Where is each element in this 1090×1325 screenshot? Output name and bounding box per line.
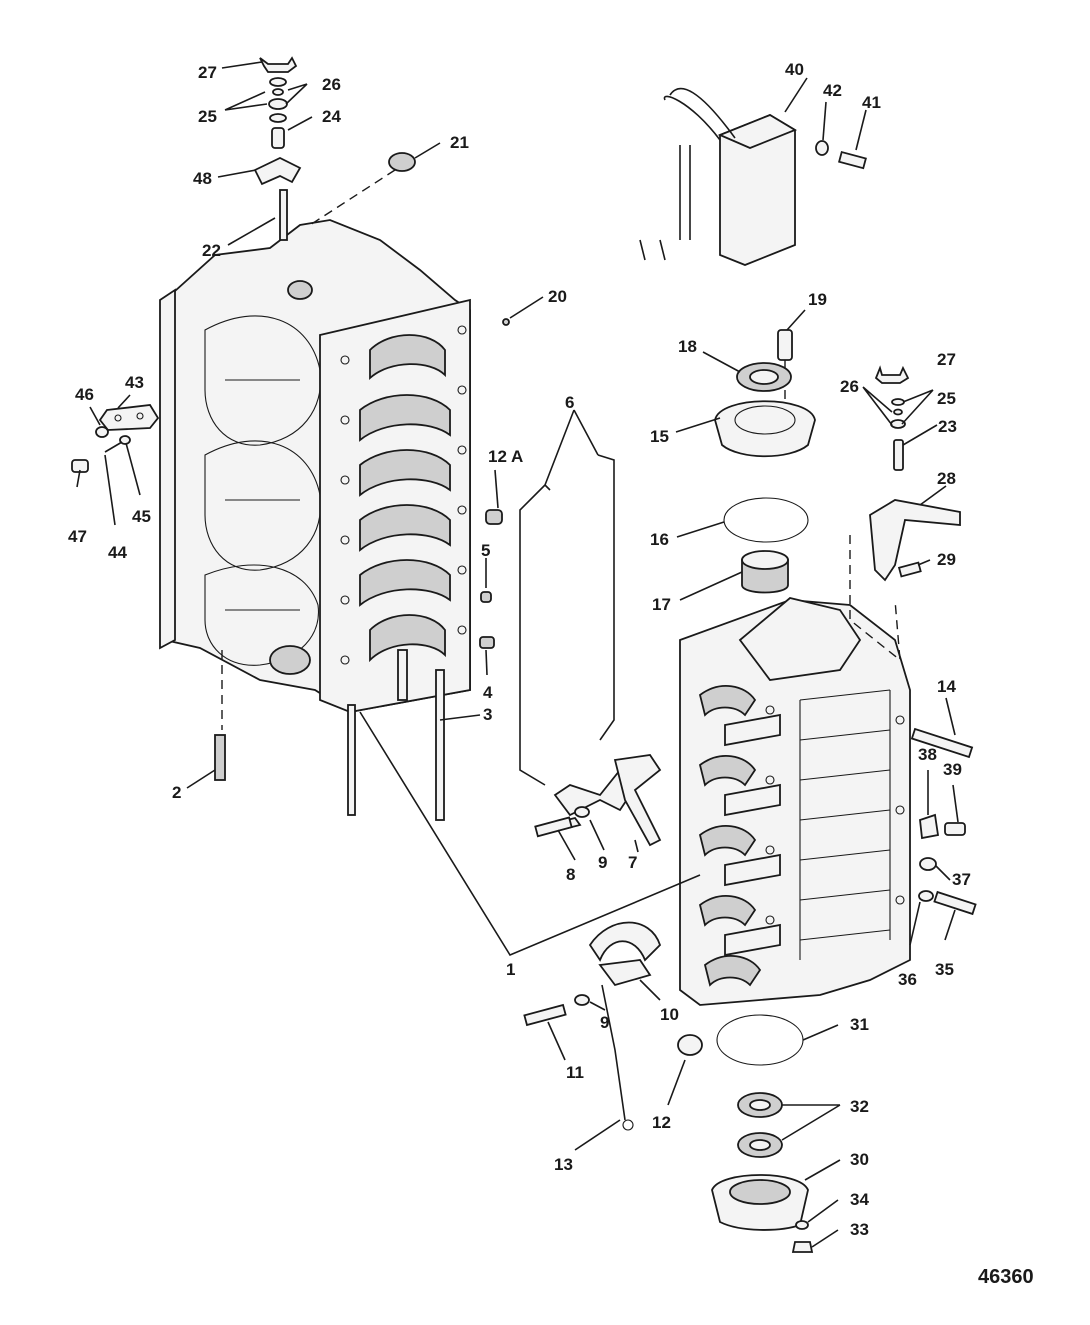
callout-12a: 12 A	[488, 447, 523, 466]
tube-6	[519, 484, 551, 786]
fastener-stack-right	[874, 365, 910, 471]
callout-25a: 25	[198, 107, 217, 126]
callout-18: 18	[678, 337, 697, 356]
cover-fasteners-right	[910, 727, 977, 916]
callout-9a: 9	[598, 853, 607, 872]
dowel-5	[480, 591, 492, 603]
callout-36: 36	[898, 970, 917, 989]
callout-41: 41	[862, 93, 881, 112]
callout-22: 22	[202, 241, 221, 260]
callout-16: 16	[650, 530, 669, 549]
callout-labels: 1 2 3 4 5 6 7 8 9 10 11 9 12 12 A 13 14 …	[68, 60, 971, 1239]
linkage-28	[849, 499, 961, 662]
callout-47: 47	[68, 527, 87, 546]
callout-34: 34	[850, 1190, 869, 1209]
cylinder-block	[159, 219, 471, 821]
ignition-coil-40	[639, 87, 867, 266]
callout-21: 21	[450, 133, 469, 152]
callout-11: 11	[566, 1063, 584, 1082]
callout-5: 5	[481, 541, 490, 560]
figure-number: 46360	[978, 1266, 1034, 1288]
callout-42: 42	[823, 81, 842, 100]
top-bearing-stack	[714, 329, 816, 594]
callout-19: 19	[808, 290, 827, 309]
callout-25b: 25	[937, 389, 956, 408]
callout-8: 8	[566, 865, 575, 884]
callout-26b: 26	[840, 377, 859, 396]
callout-14: 14	[937, 677, 956, 696]
lower-bearing-stack	[711, 1014, 814, 1253]
callout-15: 15	[650, 427, 669, 446]
callout-24: 24	[322, 107, 341, 126]
crankcase-cover	[679, 597, 911, 1006]
fastener-stack-left	[259, 56, 298, 149]
callout-1: 1	[506, 960, 515, 979]
callout-33: 33	[850, 1220, 869, 1239]
callout-45: 45	[132, 507, 151, 526]
callout-43: 43	[125, 373, 144, 392]
callout-48: 48	[193, 169, 212, 188]
callout-31: 31	[850, 1015, 869, 1034]
callout-38: 38	[918, 745, 937, 764]
clamp-48	[253, 156, 302, 186]
callout-37: 37	[952, 870, 971, 889]
plug-21	[388, 152, 416, 172]
callout-6: 6	[565, 393, 574, 412]
callout-9b: 9	[600, 1013, 609, 1032]
bracket-43-group	[71, 404, 160, 473]
callout-13: 13	[554, 1155, 573, 1174]
dowel-12a	[485, 509, 503, 525]
callout-46: 46	[75, 385, 94, 404]
callout-29: 29	[937, 550, 956, 569]
callout-23: 23	[938, 417, 957, 436]
callout-17: 17	[652, 595, 671, 614]
callout-3: 3	[483, 705, 492, 724]
bearing-cap-10-group	[523, 921, 703, 1131]
callout-44: 44	[108, 543, 127, 562]
callout-35: 35	[935, 960, 954, 979]
callout-20: 20	[548, 287, 567, 306]
stud-22	[279, 189, 288, 241]
callout-12: 12	[652, 1113, 671, 1132]
callout-10: 10	[660, 1005, 679, 1024]
callout-40: 40	[785, 60, 804, 79]
callout-26a: 26	[322, 75, 341, 94]
part1-leader	[359, 711, 701, 957]
dowel-4	[479, 636, 495, 649]
stud-2	[214, 734, 226, 781]
callout-27a: 27	[198, 63, 217, 82]
pin-20	[502, 318, 510, 326]
callout-30: 30	[850, 1150, 869, 1169]
callout-4: 4	[483, 683, 493, 702]
callout-28: 28	[937, 469, 956, 488]
callout-27b: 27	[937, 350, 956, 369]
callout-7: 7	[628, 853, 637, 872]
callout-2: 2	[172, 783, 181, 802]
callout-39: 39	[943, 760, 962, 779]
leader-lines	[76, 61, 959, 1248]
bracket-7-group	[534, 754, 662, 847]
callout-32: 32	[850, 1097, 869, 1116]
